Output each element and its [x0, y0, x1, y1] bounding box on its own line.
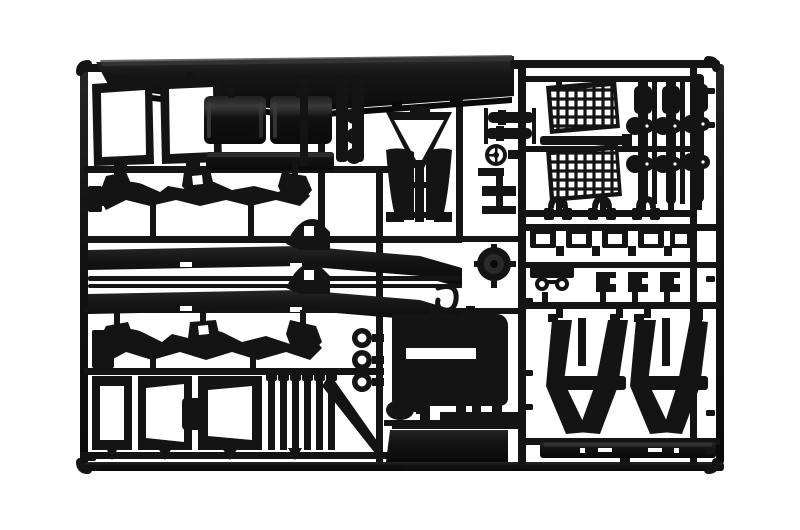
lamp-cluster-parts	[544, 196, 660, 220]
steering-wheel-part	[485, 144, 507, 166]
front-axle-assembly-upper	[98, 162, 312, 238]
fender-bracket-parts	[546, 306, 708, 434]
vertical-strut-parts	[300, 74, 364, 166]
leaf-spring-parts	[92, 374, 337, 460]
sprue-tab-nubs	[80, 60, 715, 461]
side-panel-part	[392, 306, 508, 414]
front-axle-assembly-lower	[92, 310, 322, 370]
fender-bracket-left	[546, 314, 628, 434]
funnel-hopper-part	[386, 106, 452, 222]
diagonal-corner-brace	[96, 374, 404, 470]
bottom-box-part	[386, 430, 508, 462]
chassis-rail-parts	[88, 219, 462, 330]
grille-mesh-parts	[540, 76, 632, 212]
left-edge-detail-parts	[88, 186, 104, 212]
panel-adjacent-small-parts	[352, 328, 522, 429]
accessory-parts	[478, 108, 536, 214]
grille-mesh-upper	[546, 80, 620, 134]
grille-mesh-lower	[546, 144, 622, 202]
small-parts-cluster	[530, 230, 692, 304]
shock-absorber-parts	[626, 74, 710, 212]
spare-wheel-part	[474, 244, 516, 288]
bumper-bar-part	[540, 442, 716, 466]
